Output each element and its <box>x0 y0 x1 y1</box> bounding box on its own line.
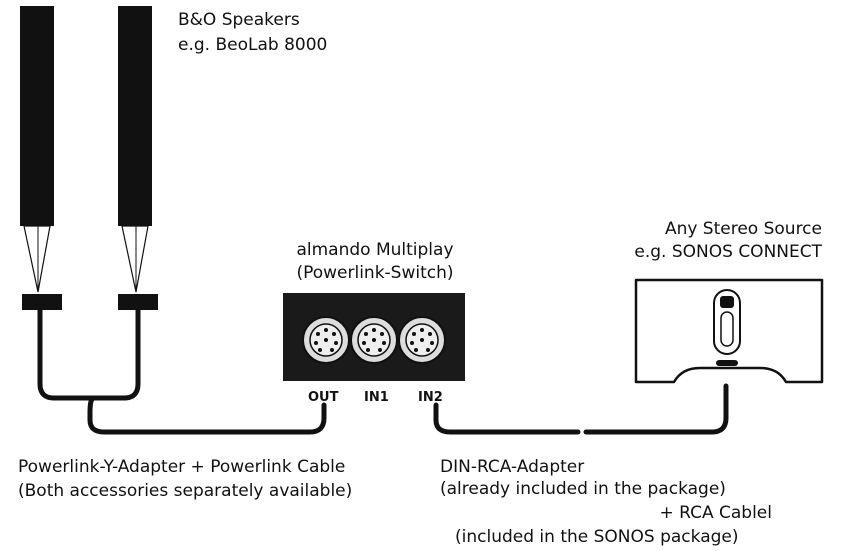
powerlink-switch-box <box>283 293 465 381</box>
powerlink-y-cable <box>37 307 327 435</box>
stereo-source-device <box>634 278 824 384</box>
din-rca-cable <box>433 402 581 435</box>
left-caption-line1: Powerlink-Y-Adapter + Powerlink Cable <box>18 457 346 477</box>
right-caption-line2: (already included in the package) <box>440 479 726 499</box>
port-label-in2: IN2 <box>418 390 443 405</box>
din-socket-in2 <box>398 316 446 364</box>
din-socket-in1 <box>350 316 398 364</box>
port-label-in1: IN1 <box>364 390 389 405</box>
source-example: e.g. SONOS CONNECT <box>634 242 822 262</box>
left-caption-line2: (Both accessories separately available) <box>18 481 353 501</box>
right-caption-line3: + RCA Cablel <box>659 503 772 523</box>
switch-name: almando Multiplay <box>296 240 454 260</box>
speakers-title: B&O Speakers <box>178 10 300 30</box>
din-socket-out <box>302 316 350 364</box>
switch-subtitle: (Powerlink-Switch) <box>296 263 454 283</box>
port-label-out: OUT <box>308 390 339 405</box>
speakers-example: e.g. BeoLab 8000 <box>178 35 328 55</box>
right-caption-line1: DIN-RCA-Adapter <box>440 457 585 477</box>
right-caption-line4: (included in the SONOS package) <box>455 527 739 547</box>
speaker-right <box>118 6 158 310</box>
speaker-left <box>20 6 62 310</box>
source-title: Any Stereo Source <box>664 219 822 239</box>
rca-cable <box>583 383 729 435</box>
